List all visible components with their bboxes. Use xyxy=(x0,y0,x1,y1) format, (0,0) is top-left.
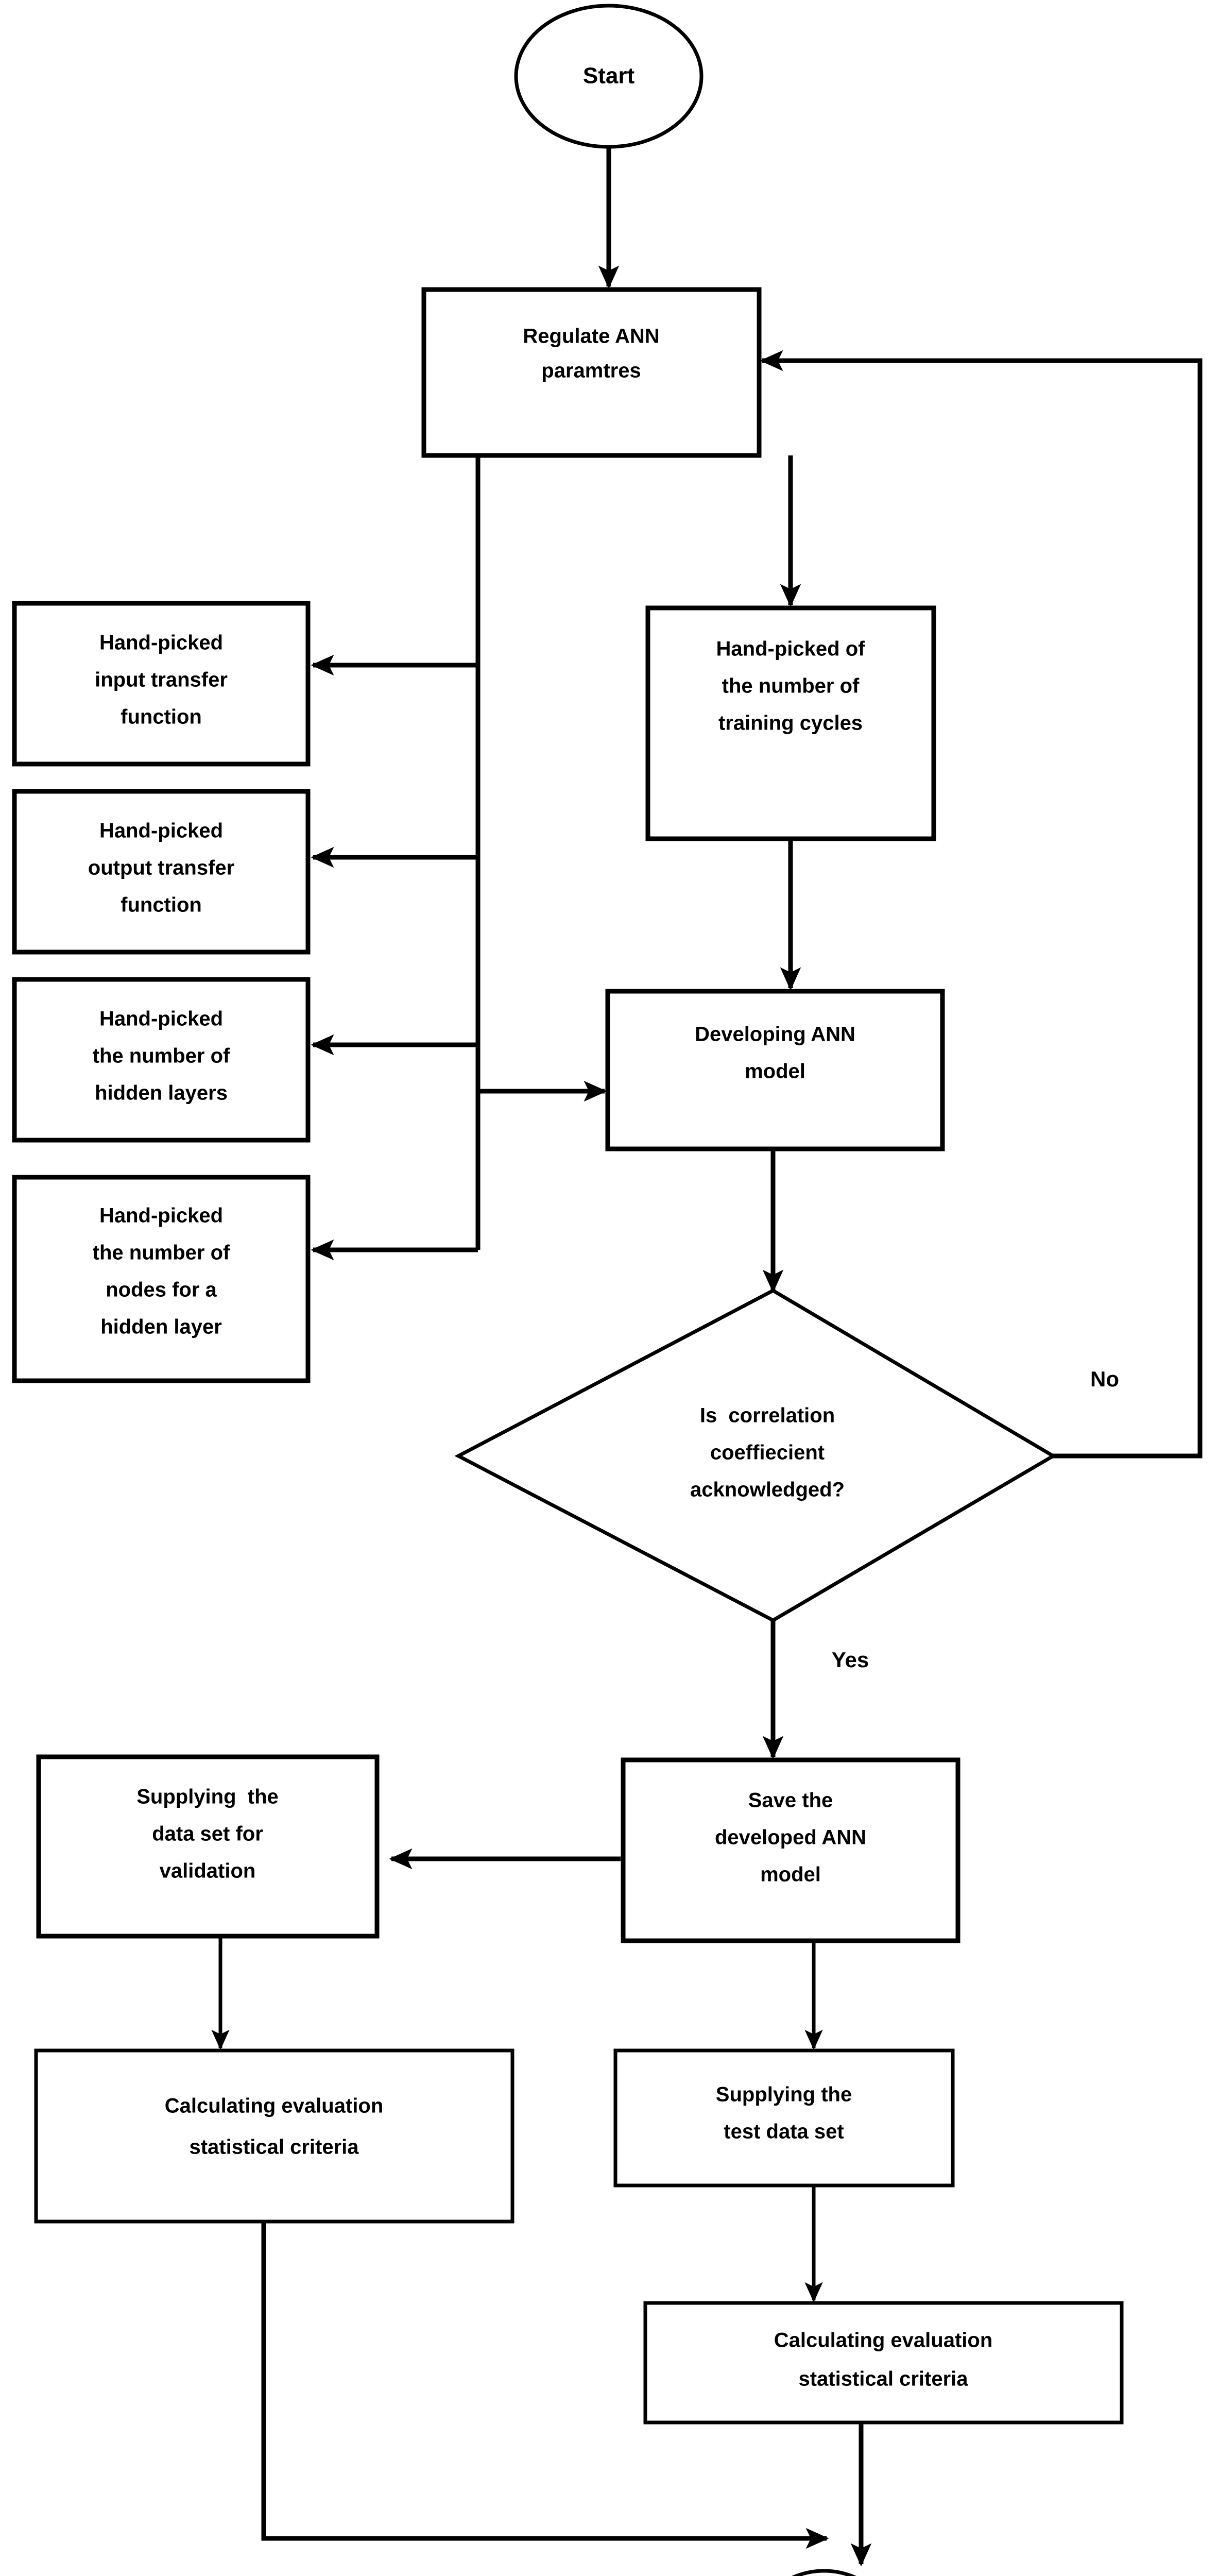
node-save-model[interactable]: Save the developed ANN model xyxy=(621,1757,960,1943)
node-validation-data-line3: validation xyxy=(160,1860,256,1883)
node-hidden-nodes[interactable]: Hand-picked the number of nodes for a hi… xyxy=(12,1175,311,1383)
node-training-cycles-line1: Hand-picked of xyxy=(716,638,866,660)
node-eval-validation-line2: statistical criteria xyxy=(189,2136,359,2159)
node-decision-correlation[interactable]: Is correlation coeffiecient acknowledged… xyxy=(454,1288,1057,1622)
node-hidden-layers[interactable]: Hand-picked the number of hidden layers xyxy=(12,977,311,1143)
node-end[interactable]: End xyxy=(749,2569,899,2576)
node-eval-validation[interactable]: Calculating evaluation statistical crite… xyxy=(34,2048,514,2224)
node-eval-test-line1: Calculating evaluation xyxy=(774,2329,993,2352)
node-input-transfer-function[interactable]: Hand-picked input transfer function xyxy=(12,601,311,767)
node-input-transfer-line1: Hand-picked xyxy=(99,632,223,654)
node-eval-test-line2: statistical criteria xyxy=(798,2368,968,2391)
node-test-data-line2: test data set xyxy=(724,2121,844,2143)
node-training-cycles-line3: training cycles xyxy=(718,712,863,735)
node-test-data-line1: Supplying the xyxy=(716,2083,852,2106)
node-save-model-line3: model xyxy=(760,1863,821,1886)
node-input-transfer-line2: input transfer xyxy=(95,669,228,691)
edge-label-yes: Yes xyxy=(832,1648,869,1672)
node-validation-data[interactable]: Supplying the data set for validation xyxy=(36,1754,380,1939)
node-output-transfer-function[interactable]: Hand-picked output transfer function xyxy=(12,789,311,955)
edge-decision-no-loop xyxy=(760,350,1203,1459)
node-training-cycles[interactable]: Hand-picked of the number of training cy… xyxy=(645,605,936,841)
node-regulate-ann-paramtres[interactable]: Regulate ANN paramtres xyxy=(421,287,762,458)
node-developing-line1: Developing ANN xyxy=(695,1023,855,1046)
node-hidden-nodes-line1: Hand-picked xyxy=(99,1205,223,1227)
node-validation-data-line2: data set for xyxy=(152,1823,263,1845)
node-start-label: Start xyxy=(583,63,635,89)
node-developing-line2: model xyxy=(745,1060,805,1083)
node-regulate-line2: paramtres xyxy=(541,360,641,382)
edge-label-no: No xyxy=(1090,1367,1119,1391)
edge-eval-validation-to-end xyxy=(261,2222,829,2549)
node-hidden-layers-line1: Hand-picked xyxy=(99,1008,223,1030)
node-hidden-layers-line2: the number of xyxy=(93,1045,230,1067)
node-save-model-line2: developed ANN xyxy=(715,1826,866,1849)
node-test-data[interactable]: Supplying the test data set xyxy=(613,2048,955,2188)
node-training-cycles-line2: the number of xyxy=(722,675,860,698)
node-output-transfer-line2: output transfer xyxy=(88,857,234,879)
node-hidden-nodes-line3: nodes for a xyxy=(106,1279,217,1301)
node-hidden-layers-line3: hidden layers xyxy=(95,1082,228,1105)
node-hidden-nodes-line4: hidden layer xyxy=(100,1316,222,1338)
node-save-model-line1: Save the xyxy=(748,1789,833,1812)
node-validation-data-line1: Supplying the xyxy=(136,1786,279,1808)
node-output-transfer-line1: Hand-picked xyxy=(99,820,223,842)
node-input-transfer-line3: function xyxy=(121,706,202,728)
node-output-transfer-line3: function xyxy=(121,894,202,917)
node-hidden-nodes-line2: the number of xyxy=(93,1242,230,1264)
node-decision-line3: acknowledged? xyxy=(690,1479,845,1501)
node-developing-ann-model[interactable]: Developing ANN model xyxy=(605,989,945,1151)
node-start[interactable]: Start xyxy=(514,4,704,149)
node-regulate-line1: Regulate ANN xyxy=(523,325,659,348)
node-decision-line1: Is correlation xyxy=(700,1404,835,1427)
node-eval-validation-line1: Calculating evaluation xyxy=(165,2095,384,2117)
node-decision-line2: coeffiecient xyxy=(710,1442,825,1464)
node-eval-test[interactable]: Calculating evaluation statistical crite… xyxy=(643,2301,1124,2425)
